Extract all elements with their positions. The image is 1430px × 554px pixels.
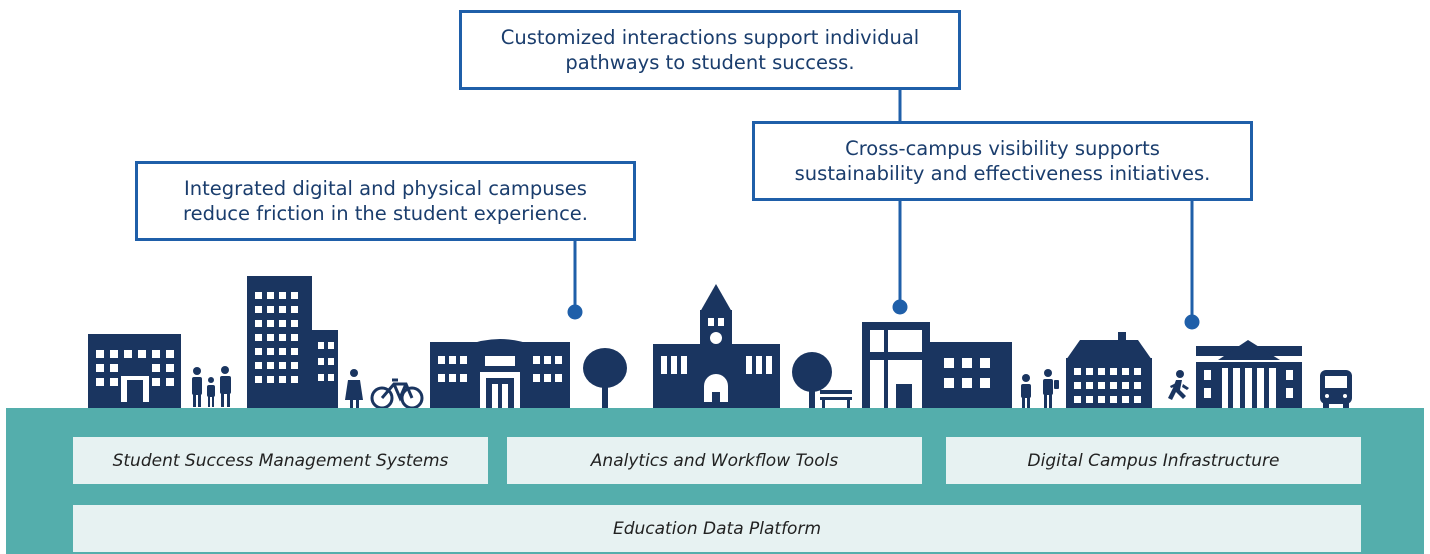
bus-icon — [1320, 370, 1352, 408]
family-icon — [192, 366, 231, 407]
students-icon — [1021, 369, 1059, 408]
layer-analytics-workflow: Analytics and Workflow Tools — [507, 437, 922, 484]
connector-right-a-dot — [892, 299, 908, 315]
layer-education-data-platform: Education Data Platform — [73, 505, 1361, 552]
tree-icon — [583, 348, 627, 408]
runner-icon — [1168, 370, 1189, 400]
connectors — [567, 90, 1200, 330]
callout-left: Integrated digital and physical campuses… — [135, 161, 636, 241]
callout-top-line1: Customized interactions support individu… — [500, 26, 920, 49]
callout-left-line1: Integrated digital and physical campuses — [184, 177, 587, 200]
callout-left-line2: reduce friction in the student experienc… — [182, 202, 588, 225]
connector-left-dot — [567, 304, 583, 320]
tower-building-icon — [247, 276, 338, 408]
bench-icon — [820, 390, 852, 408]
clock-tower-building-icon — [653, 284, 780, 408]
connector-right-b-dot — [1184, 314, 1200, 330]
tree-icon-2 — [792, 352, 832, 408]
callout-right: Cross-campus visibility supports sustain… — [752, 121, 1253, 201]
callout-right-line1: Cross-campus visibility supports — [845, 137, 1160, 160]
person-icon — [345, 369, 363, 408]
dormitory-building-icon — [1066, 332, 1152, 408]
layer-student-success-systems: Student Success Management Systems — [73, 437, 488, 484]
hall-building-icon — [1196, 340, 1302, 408]
callout-top: Customized interactions support individu… — [459, 10, 961, 90]
layer-digital-campus-infrastructure: Digital Campus Infrastructure — [946, 437, 1361, 484]
callout-top-line2: pathways to student success. — [565, 51, 855, 74]
callout-right-line2: sustainability and effectiveness initiat… — [794, 162, 1211, 185]
modern-building-icon — [862, 322, 1012, 408]
library-building-icon — [430, 339, 570, 408]
building-1-icon — [88, 334, 181, 408]
bicycle-icon — [370, 378, 424, 410]
